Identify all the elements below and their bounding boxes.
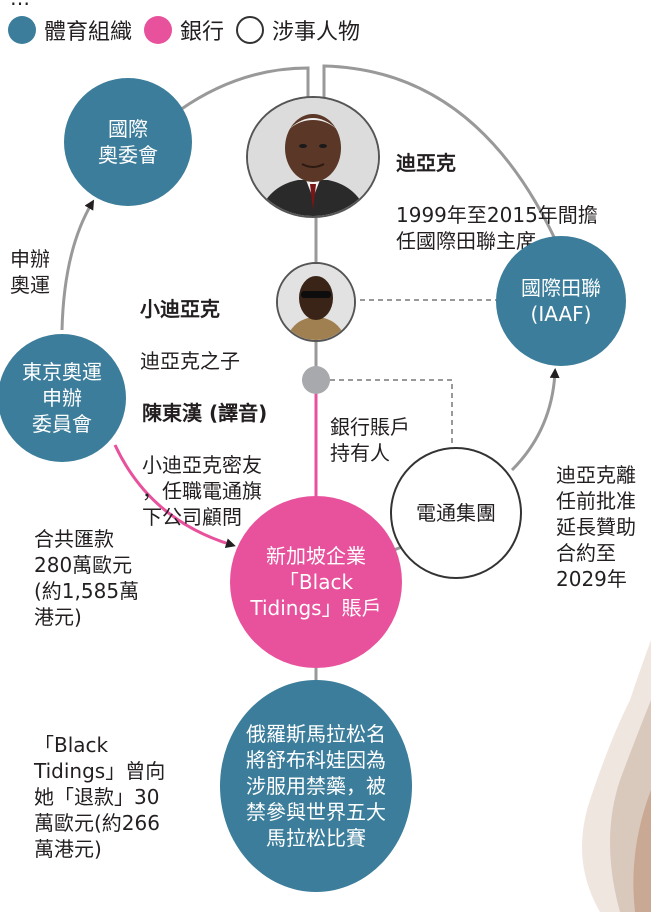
runner-photo-partial [582, 640, 651, 912]
edge-label-refund: 「Black Tidings」曾向 她「退款」30 萬歐元(約266 萬港元) [34, 733, 166, 861]
node-iaaf: 國際田聯 (IAAF) [496, 236, 626, 366]
legend-dot-bank [144, 16, 173, 44]
line-dentsu-iaaf [510, 368, 560, 472]
son-name: 小迪亞克 [140, 297, 220, 321]
diack-text: 迪亞克 1999年至2015年間擔 任國際田聯主席 [396, 124, 598, 280]
node-bank: 新加坡企業 「Black Tidings」賬戶 [230, 496, 402, 668]
son-photo [276, 262, 356, 342]
son-desc: 迪亞克之子 [140, 349, 240, 373]
junction-dot [302, 366, 330, 394]
legend-dot-sports-org [8, 16, 36, 44]
diack-desc: 1999年至2015年間擔 任國際田聯主席 [396, 203, 598, 253]
header-clipped: … [10, 0, 30, 10]
line-tokyo-bank [113, 444, 236, 549]
arc-ioc-diack [179, 66, 310, 112]
tan-name: 陳東漢 (譯音) [142, 401, 268, 425]
edge-label-sponsor: 迪亞克離 任前批准 延長贊助 合約至 2029年 [556, 463, 636, 591]
diack-name: 迪亞克 [396, 151, 456, 175]
legend-label-person: 涉事人物 [272, 20, 361, 45]
node-dentsu: 電通集團 [390, 447, 522, 579]
edge-label-sponsor-clip: 迪亞克離 任前批准 延長贊助 合約至 2029年 [556, 462, 651, 602]
node-runner-label: 俄羅斯馬拉松名 將舒布科娃因為 涉服用禁藥，被 禁參與世界五大 馬拉松比賽 [246, 722, 386, 850]
edge-label-bid: 申辦 奧運 [10, 247, 50, 297]
legend-dot-person [236, 16, 265, 44]
legend-label-bank: 銀行 [180, 20, 225, 45]
node-iaaf-label: 國際田聯 (IAAF) [521, 276, 601, 326]
legend-label-sports-org: 體育組織 [44, 20, 133, 45]
tan-desc: 小迪亞克密友 ，任職電通旗 下公司顧問 [142, 453, 262, 529]
edge-label-account-holder: 銀行賬戶 持有人 [330, 415, 410, 465]
node-runner: 俄羅斯馬拉松名 將舒布科娃因為 涉服用禁藥，被 禁參與世界五大 馬拉松比賽 [220, 680, 412, 892]
arc-diack-iaaf [322, 64, 562, 251]
node-bank-label: 新加坡企業 「Black Tidings」賬戶 [250, 544, 382, 620]
edge-label-transfer: 合共匯款 280萬歐元 (約1,585萬 港元) [34, 527, 140, 629]
dashed-tan-dentsu [330, 379, 453, 445]
node-ioc-label: 國際 奧委會 [98, 117, 158, 167]
diack-photo [246, 96, 380, 218]
node-tokyo: 東京奧運 申辦 委員會 [0, 334, 126, 462]
son-portrait-icon [278, 264, 354, 340]
tan-text: 陳東漢 (譯音) 小迪亞克密友 ，任職電通旗 下公司顧問 [142, 374, 267, 556]
son-text: 小迪亞克 迪亞克之子 [140, 270, 240, 400]
node-tokyo-label: 東京奧運 申辦 委員會 [22, 360, 102, 436]
line-tokyo-ioc [60, 199, 95, 331]
legend: 體育組織 銀行 涉事人物 [8, 14, 372, 46]
diack-portrait-icon [248, 98, 378, 216]
node-ioc: 國際 奧委會 [64, 78, 192, 206]
node-dentsu-label: 電通集團 [416, 501, 496, 525]
